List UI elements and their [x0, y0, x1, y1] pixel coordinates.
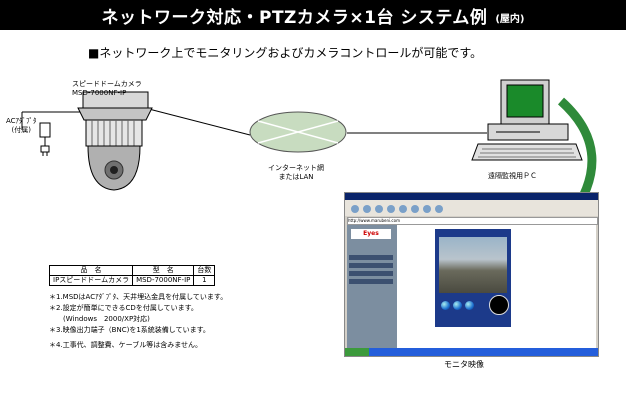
camera-label: スピードドームカメラ MSD-7000NF-IP	[72, 80, 142, 97]
ac-adapter-icon	[39, 122, 51, 156]
spec-cell-model: MSD-7000NF-IP	[132, 275, 195, 286]
page-title-note: (屋内)	[495, 13, 525, 25]
spec-table-header: 品 名 型 名 台数	[48, 265, 216, 276]
start-button	[345, 348, 369, 356]
page-title: ネットワーク対応・PTZカメラ×1台 システム例	[101, 7, 488, 28]
note-2-sub: (Windows 2000/XP対応)	[63, 315, 150, 323]
note-1: ＊1.MSDはACｱﾀﾞﾌﾟﾀ、天井埋込金具を付属しています。	[49, 293, 228, 301]
web-menu-item	[349, 263, 393, 268]
spec-header-name: 品 名	[48, 265, 134, 276]
speed-dome-camera-icon	[77, 91, 153, 191]
web-menu-item	[349, 271, 393, 276]
ptz-joystick-icon	[489, 295, 509, 315]
notes-list: ＊1.MSDはACｱﾀﾞﾌﾟﾀ、天井埋込金具を付属しています。 ＊2.設定が簡単…	[49, 292, 227, 351]
spec-header-model: 型 名	[132, 265, 195, 276]
camera-control-panel	[435, 229, 511, 327]
browser-page: Eyes	[347, 225, 596, 348]
control-button-icon	[465, 301, 474, 310]
web-menu-item	[349, 255, 393, 260]
spec-cell-qty: 1	[193, 275, 216, 286]
browser-address-bar: http://www.marubeni.com	[347, 217, 598, 225]
note-3: ＊3.映像出力端子（BNC)を1系統装備しています。	[49, 326, 210, 334]
web-menu-item	[349, 279, 393, 284]
control-button-icon	[453, 301, 462, 310]
control-button-icon	[441, 301, 450, 310]
pc-icon	[471, 79, 583, 161]
note-2: ＊2.設定が簡単にできるCDを付属しています。	[49, 304, 198, 312]
title-bar: ネットワーク対応・PTZカメラ×1台 システム例 (屋内)	[0, 0, 626, 30]
taskbar	[345, 348, 598, 356]
cloud-label: インターネット網 またはLAN	[268, 164, 324, 181]
spec-header-qty: 台数	[193, 265, 216, 276]
web-sidebar: Eyes	[347, 225, 397, 348]
camera-video	[439, 237, 507, 293]
table-row: IPスピードドームカメラ MSD-7000NF-IP 1	[48, 275, 216, 286]
network-diagram	[21, 79, 597, 236]
network-cloud-icon	[249, 111, 347, 153]
subtitle: ■ネットワーク上でモニタリングおよびカメラコントロールが可能です。	[88, 46, 483, 60]
web-logo: Eyes	[351, 229, 391, 239]
monitor-screenshot: http://www.marubeni.com Eyes	[344, 192, 599, 357]
monitor-caption: モニタ映像	[444, 360, 484, 369]
camera-to-network-line	[144, 107, 251, 136]
browser-titlebar	[345, 193, 598, 200]
spec-table: 品 名 型 名 台数 IPスピードドームカメラ MSD-7000NF-IP 1	[48, 265, 216, 286]
note-4: ＊4.工事代、調整費、ケーブル等は含みません。	[49, 341, 203, 349]
browser-toolbar	[345, 200, 598, 216]
adapter-label: ACｱﾀﾞﾌﾟﾀ (付属)	[6, 117, 37, 134]
pc-label: 遠隔監視用ＰＣ	[488, 172, 537, 180]
spec-cell-name: IPスピードドームカメラ	[48, 275, 134, 286]
